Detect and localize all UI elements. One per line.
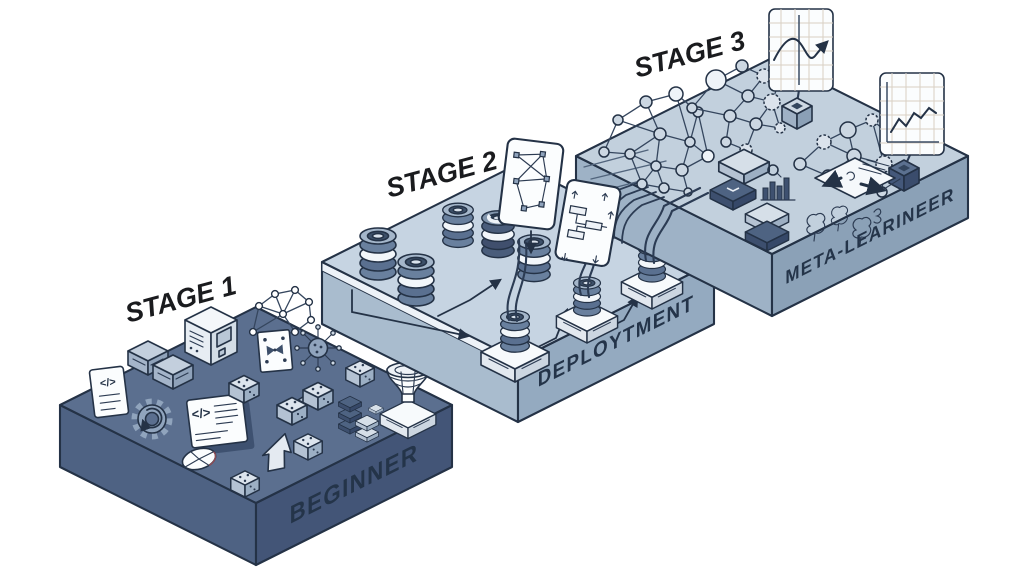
- mini-bar-chart: [760, 164, 796, 201]
- code-glyph: </>: [99, 376, 116, 390]
- gear-sync-icon: [131, 398, 173, 440]
- code-glyph: </>: [191, 405, 212, 422]
- virus-ball-icon: [294, 324, 342, 372]
- pie-chart-icon: [181, 447, 217, 471]
- code-document-card-icon: </>: [88, 365, 130, 419]
- linked-cubes-icon: [276, 381, 334, 426]
- bent-arrow-icon: [261, 432, 292, 472]
- code-editor-window-icon: </>: [185, 393, 255, 455]
- tree-sketches: [806, 205, 882, 246]
- neural-network-left: [598, 86, 715, 197]
- server-box-icon: [184, 306, 238, 366]
- stage-3-platform: [574, 56, 970, 318]
- flowchart-card: [554, 178, 622, 268]
- neural-network-center: [686, 59, 790, 183]
- line-chart-billboard-1: [768, 8, 834, 130]
- graph-sketch-card: [497, 137, 565, 255]
- stage-2-overlay: [497, 137, 710, 323]
- line-chart-billboard-2: [879, 72, 945, 192]
- stage-3-title: STAGE 3: [631, 25, 748, 83]
- ring-stack-coil: [442, 202, 474, 249]
- pattern-card-icon: [256, 329, 294, 373]
- arrows-plate: [814, 157, 896, 199]
- ring-stack-coil: [397, 253, 435, 307]
- stage-1-group: </> </>: [58, 270, 454, 567]
- ring-stack-coil: [517, 234, 551, 283]
- dark-module: [709, 177, 757, 211]
- crate-boxes-icon: [127, 340, 194, 390]
- plate-cube-connector: [883, 178, 901, 190]
- ring-stack-coil: [359, 227, 397, 281]
